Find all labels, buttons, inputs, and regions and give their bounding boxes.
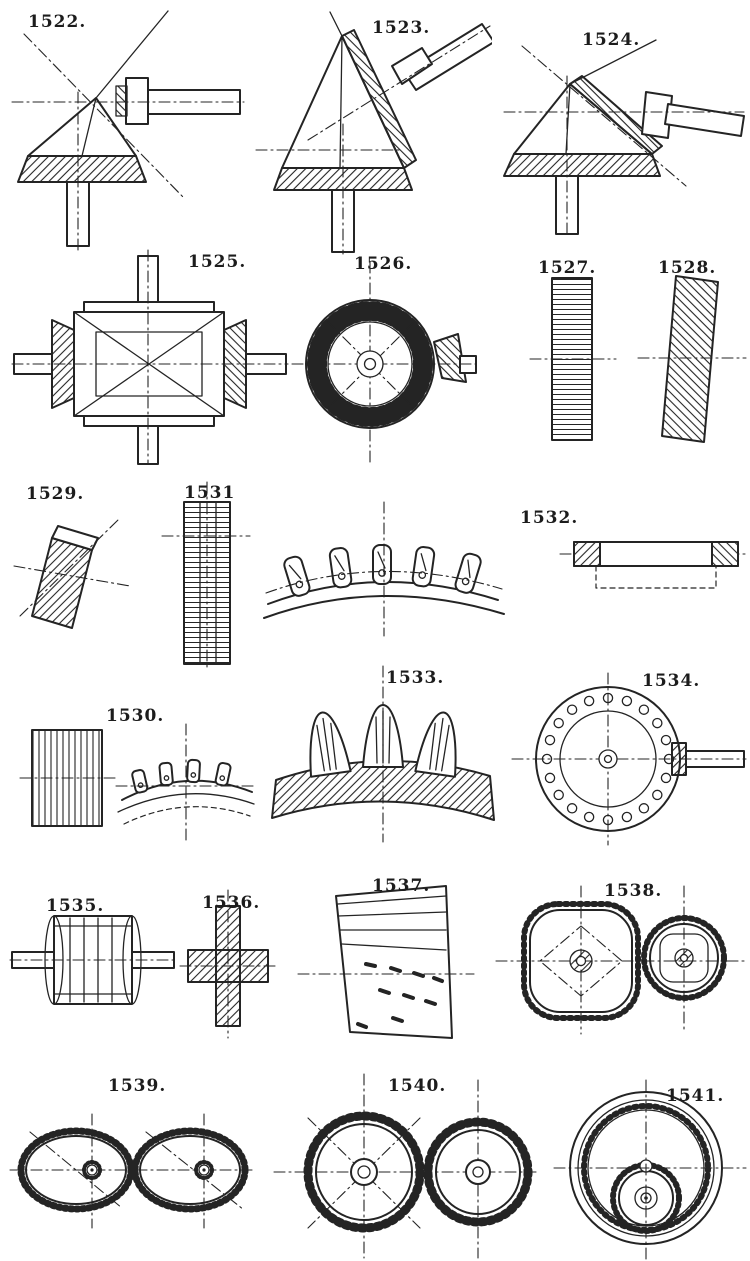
figure-label-1532: 1532. [520,508,579,528]
figure-label-1540: 1540. [388,1076,447,1096]
figure-1533: 1533. [268,662,498,847]
spur-gear-pair-drawing [273,1073,537,1259]
gear-teeth-detail-drawing [271,665,495,843]
internal-gear-pair-drawing [553,1079,747,1260]
figure-label-1530: 1530. [106,706,165,726]
spur-gear-edge-view-drawing [161,481,251,669]
figure-1529: 1529. [12,480,132,670]
cross-gear-section-drawing [179,889,277,1039]
figure-label-1535: 1535. [46,896,105,916]
figure-label-1537: 1537. [372,876,431,896]
face-gear-development-drawing [297,885,475,1039]
figure-1536: 1536. [178,888,278,1040]
figure-1541: 1541. [548,1078,750,1261]
mitre-gear-assembly-drawing [11,249,289,465]
figure-1534: 1534. [508,665,748,850]
figure-1525: 1525. [10,248,290,466]
figure-1540: 1540. [272,1068,538,1261]
helical-gear-side-view-drawing [637,275,747,443]
figure-1537: 1537. [296,872,476,1050]
figure-label-1529: 1529. [26,484,85,504]
figure-label-1534: 1534. [642,671,701,691]
elliptical-gear-pair-drawing [9,1113,257,1229]
figure-1523: 1523. [252,6,492,256]
figure-label-1525: 1525. [188,252,247,272]
bevel-gear-angled-drawing [255,11,492,255]
figure-label-1533: 1533. [386,668,445,688]
figure-1526: 1526. [288,252,478,464]
spur-gear-side-view-drawing [529,277,617,441]
figure-1531: 1531 [160,480,252,670]
figure-label-1527: 1527. [538,258,597,278]
figure-label-1538: 1538. [604,881,663,901]
figure-label-1524: 1524. [582,30,641,50]
figure-1528: 1528. [636,252,748,464]
figure-1527: 1527. [528,252,618,462]
mortise-wheel-teeth-drawing [263,501,747,637]
figure-label-1526: 1526. [354,254,413,274]
bevel-gear-pair-drawing [11,10,245,253]
rack-sections-drawing [19,723,257,841]
figure-1522: 1522. [8,6,248,254]
bevel-gear-face-view-drawing [291,261,477,463]
figure-label-1536: 1536. [202,893,261,913]
figure-label-1528: 1528. [658,258,717,278]
figure-1535: 1535. [8,888,178,1018]
figure-1524: 1524. [500,28,748,240]
figure-1539: 1539. [8,1068,258,1258]
square-gear-pair-drawing [495,885,745,1035]
bevel-gear-oblique-drawing [503,39,745,239]
skew-gear-drawing [13,519,131,629]
figure-1530: 1530. [18,700,258,845]
figure-label-1522: 1522. [28,12,87,32]
figure-1532: 1532. [262,498,748,640]
figure-1538: 1538. [492,878,748,1040]
figure-label-1539: 1539. [108,1076,167,1096]
figure-label-1523: 1523. [372,18,431,38]
lantern-pinion-drawing [9,915,177,1005]
figure-label-1541: 1541. [666,1086,725,1106]
pin-wheel-drawing [511,672,747,846]
figure-label-1531: 1531 [184,483,236,503]
